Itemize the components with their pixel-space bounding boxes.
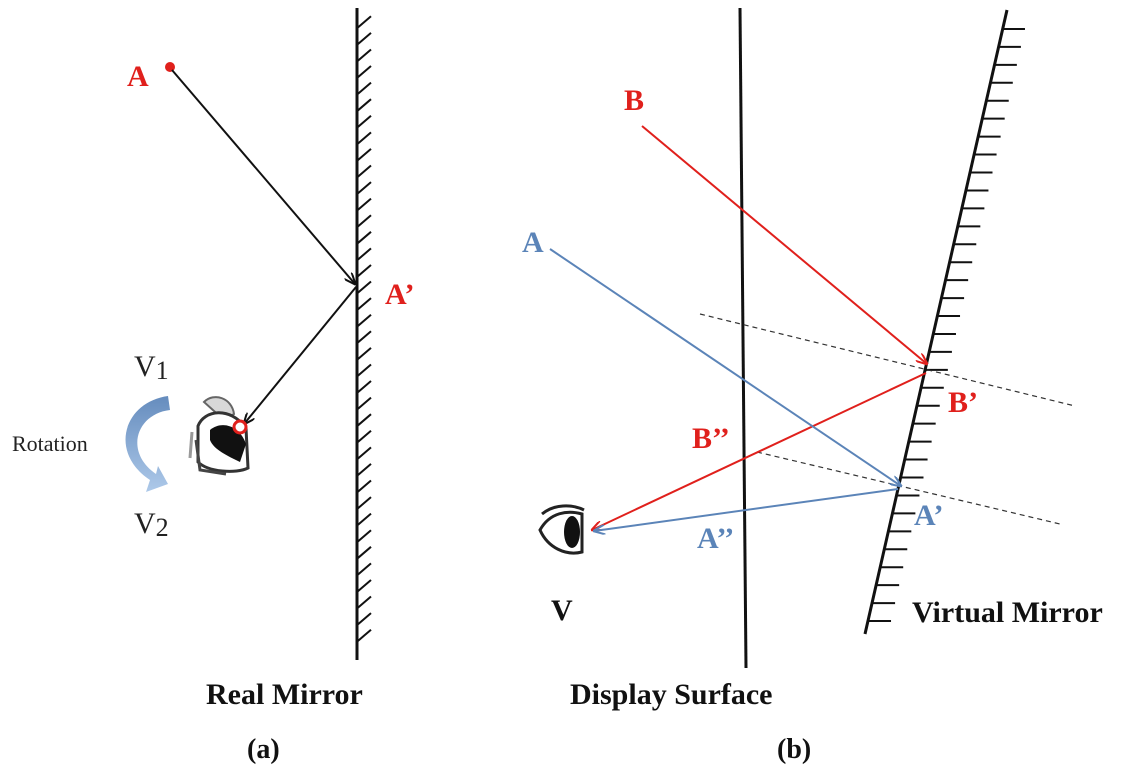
hatch-mark xyxy=(356,430,372,444)
hatch-mark xyxy=(356,579,372,593)
rotation-arrow-icon xyxy=(125,396,170,492)
hatch-mark xyxy=(356,330,372,345)
point-b-label: B xyxy=(624,84,644,117)
hatch-mark xyxy=(356,65,372,79)
hatch-mark xyxy=(356,529,372,543)
real-mirror-caption: Real Mirror xyxy=(206,678,363,711)
reflected-ray xyxy=(244,286,357,424)
rotation-label: Rotation xyxy=(12,431,88,456)
hatch-mark xyxy=(356,264,372,278)
hatch-mark xyxy=(356,479,372,494)
display-surface-line xyxy=(738,7,748,669)
ray-a-reflected xyxy=(594,488,899,531)
normal-line-b xyxy=(699,313,1076,407)
eye-icon xyxy=(188,396,250,476)
viewer-eye-icon xyxy=(538,504,585,555)
hatch-mark xyxy=(356,446,372,461)
viewer-label: V xyxy=(551,594,573,627)
hatch-mark xyxy=(356,595,372,610)
hatch-mark xyxy=(356,98,372,112)
hatch-mark xyxy=(356,32,372,46)
hatch-mark xyxy=(356,612,372,626)
hatch-mark xyxy=(356,131,372,146)
ray-b-incident xyxy=(641,125,927,364)
panel-a-caption: (a) xyxy=(247,734,280,765)
hatch-mark xyxy=(356,115,372,129)
b-prime-label: B’ xyxy=(948,386,978,419)
reflection-point-label: A’ xyxy=(385,278,414,311)
hatch-mark xyxy=(356,164,372,179)
a-double-prime-label: A’’ xyxy=(697,522,734,555)
panel-b: B A B’ A’ B’’ A’’ V Display Surface Virt… xyxy=(522,7,1103,765)
hatch-mark xyxy=(356,181,372,195)
hatch-mark xyxy=(356,197,372,212)
point-a-dot xyxy=(165,62,175,72)
real-mirror-hatching xyxy=(356,15,372,643)
ray-a-incident xyxy=(549,248,901,486)
hatch-mark xyxy=(356,231,372,245)
hatch-mark xyxy=(356,562,372,577)
panel-a: A A’ V1 Rotation V2 Real Mirror (a) xyxy=(12,8,414,765)
hatch-mark xyxy=(356,15,372,30)
hatch-mark xyxy=(356,247,372,262)
b-double-prime-label: B’’ xyxy=(692,422,730,455)
hatch-mark xyxy=(356,380,372,394)
panel-b-caption: (b) xyxy=(777,734,811,765)
point-a-label-b: A xyxy=(522,226,544,259)
incident-ray xyxy=(171,69,355,284)
viewpoint-marker xyxy=(232,419,248,435)
hatch-mark xyxy=(356,396,372,411)
a-prime-label: A’ xyxy=(914,499,943,532)
hatch-mark xyxy=(356,546,372,560)
point-a-label: A xyxy=(127,60,149,93)
hatch-mark xyxy=(356,347,372,361)
virtual-mirror-hatching xyxy=(869,27,1025,623)
hatch-mark xyxy=(356,496,372,510)
hatch-mark xyxy=(356,297,372,311)
hatch-mark xyxy=(356,81,372,96)
normal-line-a xyxy=(756,451,1061,525)
hatch-mark xyxy=(356,628,372,643)
virtual-mirror-line xyxy=(863,9,1009,635)
hatch-mark xyxy=(356,313,372,328)
hatch-mark xyxy=(356,214,372,228)
v1-label: V1 xyxy=(134,350,169,385)
hatch-mark xyxy=(356,363,372,378)
hatch-mark xyxy=(356,413,372,427)
hatch-mark xyxy=(356,512,372,527)
ray-b-reflected xyxy=(592,372,927,530)
hatch-mark xyxy=(356,463,372,477)
virtual-mirror-caption: Virtual Mirror xyxy=(912,596,1103,629)
hatch-mark xyxy=(356,148,372,162)
v2-label: V2 xyxy=(134,507,169,542)
hatch-mark xyxy=(356,48,372,63)
display-surface-caption: Display Surface xyxy=(570,678,773,711)
hatch-mark xyxy=(356,280,372,295)
